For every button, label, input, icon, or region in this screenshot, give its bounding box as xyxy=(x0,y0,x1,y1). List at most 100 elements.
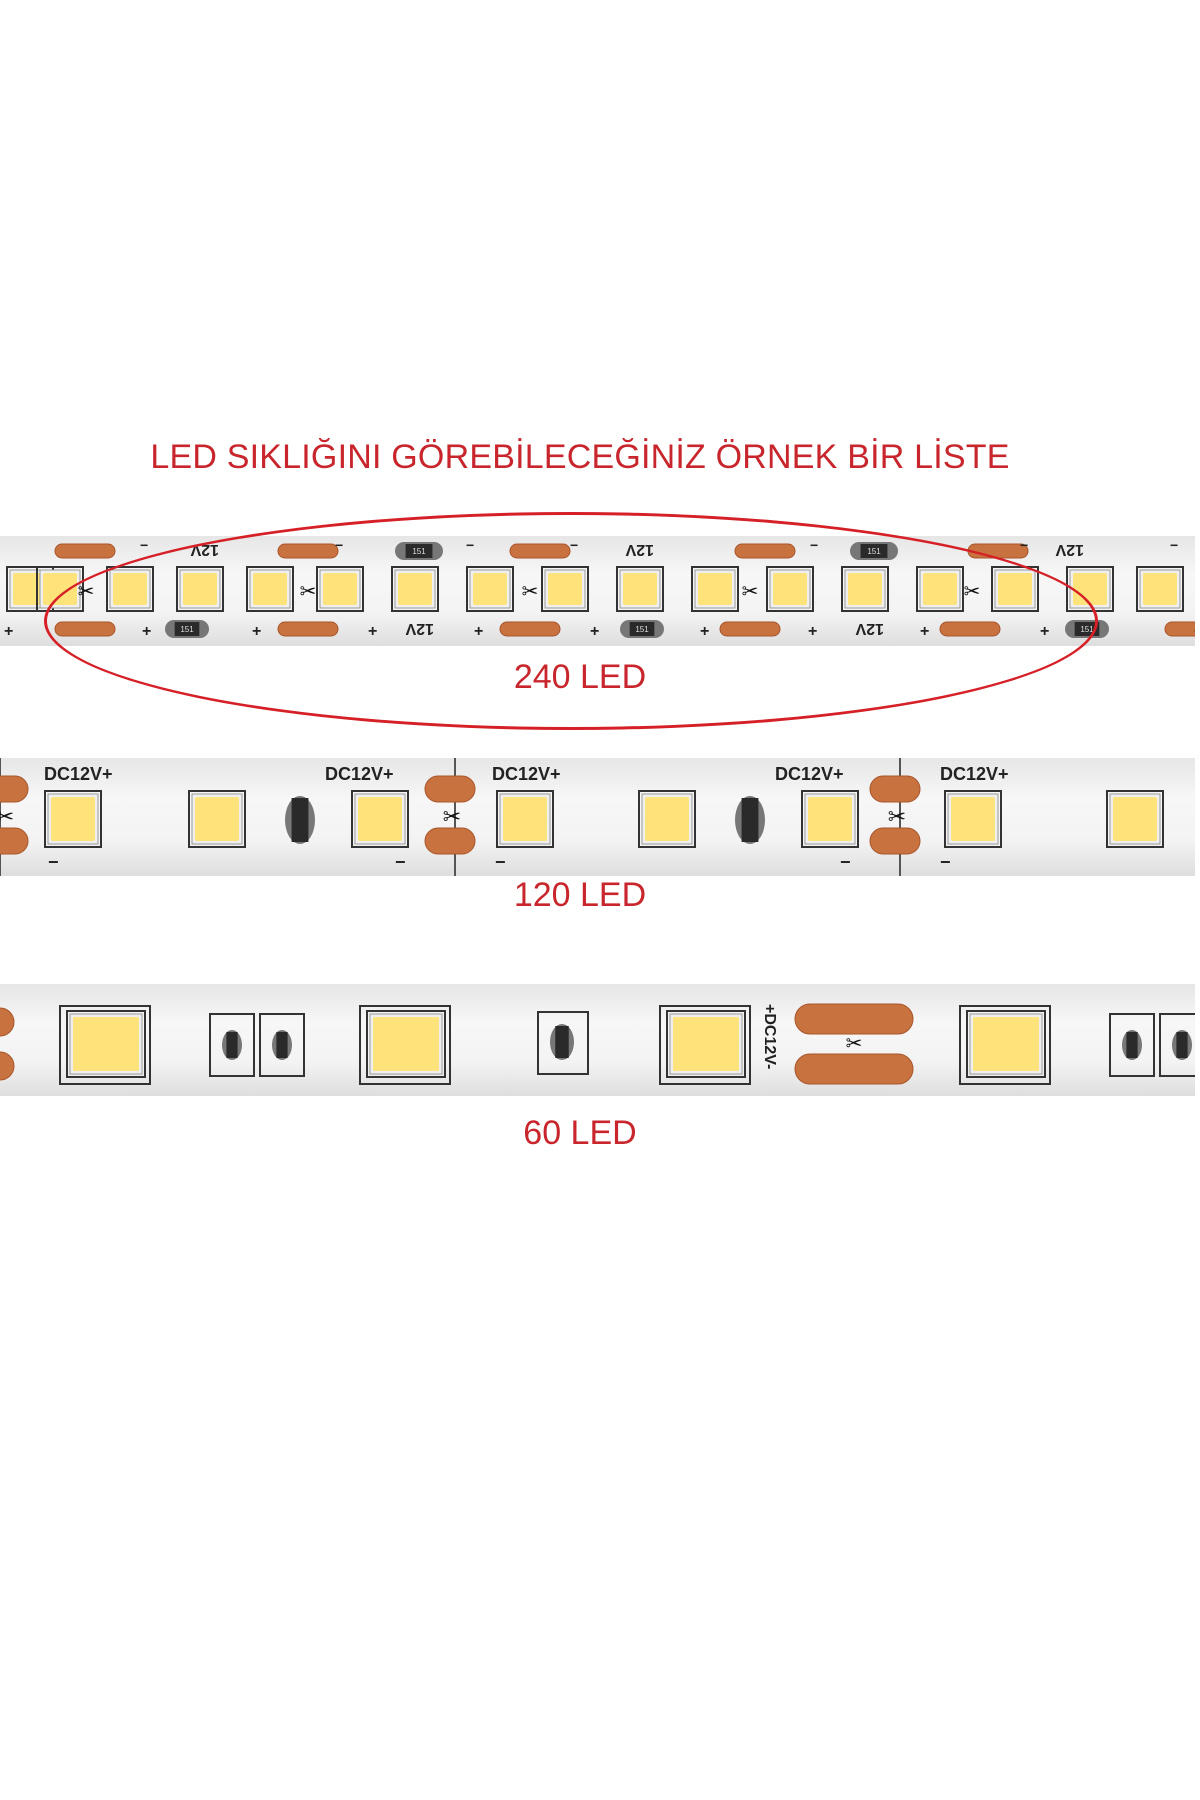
led-chip xyxy=(638,790,696,848)
scissors-icon: ✂ xyxy=(443,805,461,830)
led-frame xyxy=(959,1005,1051,1085)
resistor: 151 xyxy=(165,620,209,638)
led-chip xyxy=(916,566,964,612)
solder-pad xyxy=(794,1003,914,1035)
plus-sign: + xyxy=(1040,623,1049,640)
scissors-icon: ✂ xyxy=(300,579,317,603)
solder-pad xyxy=(1164,621,1195,637)
svg-text:151: 151 xyxy=(867,547,881,556)
led-chip xyxy=(944,790,1002,848)
solder-pad xyxy=(509,543,571,559)
svg-text:151: 151 xyxy=(180,625,194,634)
led-chip xyxy=(1106,790,1164,848)
led-frame xyxy=(59,1005,151,1085)
led-chip xyxy=(66,1010,146,1078)
solder-pad xyxy=(869,775,921,803)
strip-240-label: 240 LED xyxy=(513,658,647,696)
voltage-marking: DC12V+ xyxy=(492,764,561,784)
led-chip xyxy=(36,566,84,612)
solder-pad xyxy=(794,1053,914,1085)
led-chip xyxy=(766,566,814,612)
solder-pad xyxy=(967,543,1029,559)
led-chip xyxy=(351,790,409,848)
resistor: 151 xyxy=(620,620,664,638)
resistor-frame xyxy=(209,1013,255,1077)
page-heading: LED SIKLIĞINI GÖREBİLECEĞİNİZ ÖRNEK BİR … xyxy=(150,438,1010,476)
strip-120-label: 120 LED xyxy=(513,876,647,914)
solder-pad xyxy=(719,621,781,637)
voltage-marking: 12V xyxy=(190,541,219,558)
resistor xyxy=(1172,1030,1192,1060)
led-chip xyxy=(841,566,889,612)
resistor xyxy=(272,1030,292,1060)
minus-sign: − xyxy=(840,852,851,872)
minus-sign: − xyxy=(395,852,406,872)
strip-60-led: ✂ +DC12V- xyxy=(0,984,1195,1096)
solder-pad xyxy=(0,827,29,855)
voltage-marking: 12V xyxy=(405,620,434,637)
strip-60-drawing: ✂ +DC12V- xyxy=(0,1003,1195,1085)
voltage-marking: 12V xyxy=(855,620,884,637)
svg-text:151: 151 xyxy=(635,625,649,634)
scissors-icon: ✂ xyxy=(522,579,539,603)
minus-sign: − xyxy=(140,537,148,553)
led-chip xyxy=(466,566,514,612)
led-chip xyxy=(1066,566,1114,612)
minus-sign: − xyxy=(48,852,59,872)
resistor xyxy=(1122,1030,1142,1060)
plus-sign: + xyxy=(808,623,817,640)
voltage-marking: DC12V+ xyxy=(44,764,113,784)
resistor-frame xyxy=(1159,1013,1195,1077)
led-chip xyxy=(541,566,589,612)
led-chip xyxy=(316,566,364,612)
resistor: 151 xyxy=(395,542,443,560)
voltage-marking: 12V xyxy=(1055,541,1084,558)
led-chip xyxy=(391,566,439,612)
resistor: 151 xyxy=(1065,620,1109,638)
plus-sign: + xyxy=(1194,623,1195,640)
minus-sign: − xyxy=(940,852,951,872)
led-chip xyxy=(991,566,1039,612)
scissors-icon: ✂ xyxy=(846,1031,863,1055)
scissors-icon: ✂ xyxy=(742,579,759,603)
minus-sign: − xyxy=(570,537,578,553)
led-chip xyxy=(616,566,664,612)
resistor xyxy=(550,1024,574,1060)
resistor-frame xyxy=(1109,1013,1155,1077)
solder-pad xyxy=(424,775,476,803)
plus-sign: + xyxy=(368,623,377,640)
minus-sign: − xyxy=(1020,537,1028,553)
scissors-icon: ✂ xyxy=(78,579,95,603)
solder-pad xyxy=(54,543,116,559)
plus-sign: + xyxy=(590,623,599,640)
led-chip xyxy=(691,566,739,612)
resistor xyxy=(285,796,315,844)
led-chip xyxy=(106,566,154,612)
voltage-marking: DC12V+ xyxy=(325,764,394,784)
scissors-icon: ✂ xyxy=(0,805,14,830)
minus-sign: − xyxy=(810,537,818,553)
voltage-marking: +DC12V- xyxy=(761,1004,778,1069)
led-chip xyxy=(176,566,224,612)
led-frame xyxy=(659,1005,751,1085)
led-frame xyxy=(359,1005,451,1085)
solder-pad xyxy=(424,827,476,855)
plus-sign: + xyxy=(920,623,929,640)
plus-sign: + xyxy=(4,623,13,640)
resistor-frame xyxy=(537,1011,589,1075)
plus-sign: + xyxy=(252,623,261,640)
minus-sign: − xyxy=(466,537,474,553)
solder-pad xyxy=(277,621,339,637)
strip-120-led: ✂✂✂DC12V+DC12V+DC12V+DC12V+DC12V+−−−−− xyxy=(0,758,1195,876)
minus-sign: − xyxy=(335,537,343,553)
solder-pad xyxy=(499,621,561,637)
svg-text:151: 151 xyxy=(412,547,426,556)
scissors-icon: ✂ xyxy=(964,579,981,603)
plus-sign: + xyxy=(700,623,709,640)
led-chip xyxy=(801,790,859,848)
solder-pad xyxy=(0,775,29,803)
plus-sign: + xyxy=(474,623,483,640)
resistor xyxy=(735,796,765,844)
